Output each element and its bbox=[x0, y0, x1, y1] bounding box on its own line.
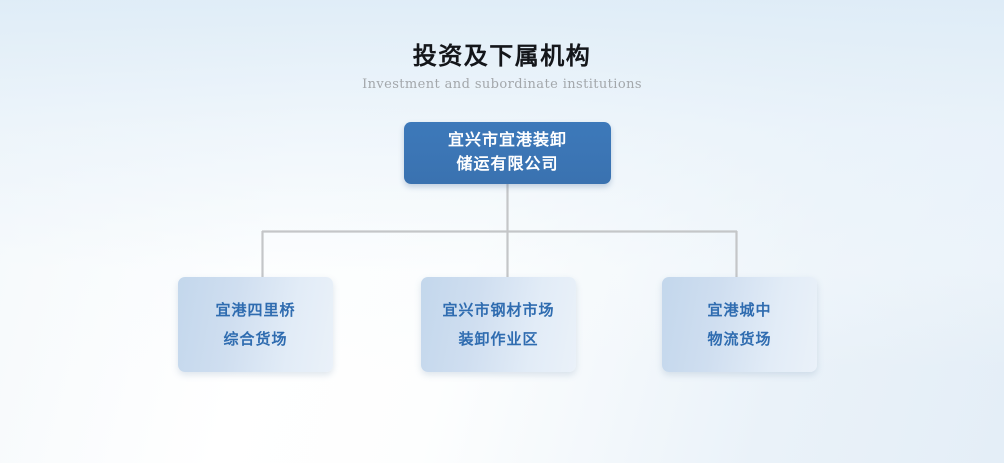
org-node-root-line2: 储运有限公司 bbox=[456, 156, 559, 173]
org-node-child-1-line2: 装卸作业区 bbox=[458, 330, 539, 348]
org-node-child-0[interactable]: 宜港四里桥 综合货场 bbox=[178, 277, 333, 372]
org-node-child-0-line1: 宜港四里桥 bbox=[215, 301, 296, 319]
org-node-root[interactable]: 宜兴市宜港装卸 储运有限公司 bbox=[404, 122, 611, 184]
page-title: 投资及下属机构 bbox=[412, 42, 592, 70]
org-node-child-2[interactable]: 宜港城中 物流货场 bbox=[662, 277, 817, 372]
org-node-child-2-line2: 物流货场 bbox=[707, 330, 772, 348]
org-node-child-1-line1: 宜兴市钢材市场 bbox=[442, 301, 555, 319]
org-node-child-1[interactable]: 宜兴市钢材市场 装卸作业区 bbox=[421, 277, 576, 372]
page-subtitle: Investment and subordinate institutions bbox=[362, 77, 642, 92]
org-node-child-2-line1: 宜港城中 bbox=[707, 301, 772, 319]
org-node-child-0-line2: 综合货场 bbox=[223, 330, 288, 348]
org-node-root-line1: 宜兴市宜港装卸 bbox=[447, 132, 567, 149]
page-header: 投资及下属机构 Investment and subordinate insti… bbox=[0, 40, 1004, 94]
